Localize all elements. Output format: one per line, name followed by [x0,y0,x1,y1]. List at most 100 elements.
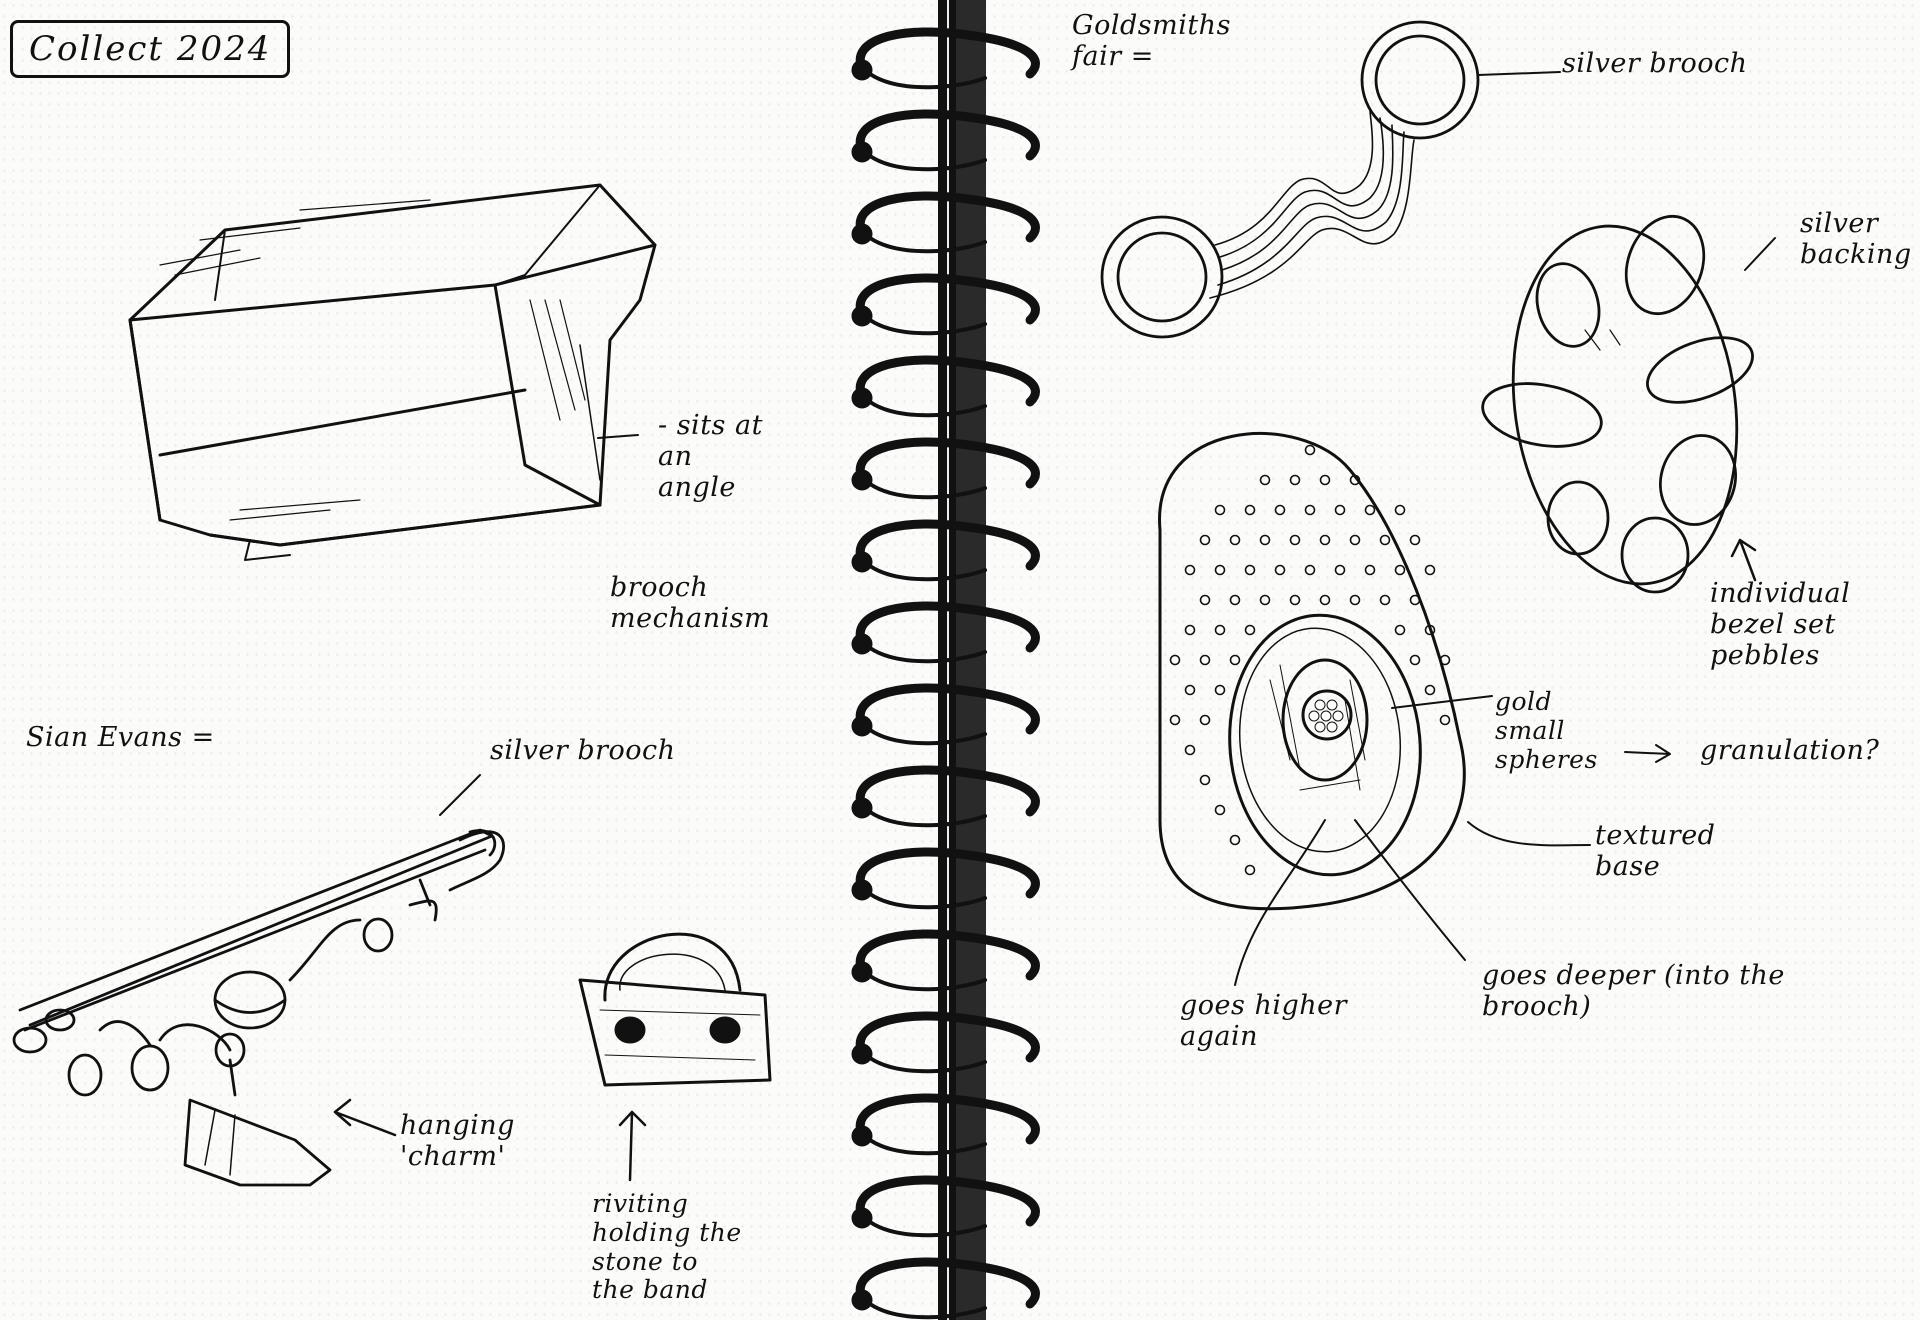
goldsmiths-heading: Goldsmiths fair = [1072,10,1231,73]
texture-dot [1439,714,1451,726]
spiral-coil-back [868,974,987,992]
spiral-coil [855,355,1040,407]
texture-dot [1244,624,1256,636]
spiral-coil [855,683,1040,735]
spiral-coil [855,191,1040,243]
texture-dot [1394,504,1406,516]
note-bezel-set-pebbles: individual bezel set pebbles [1710,578,1851,672]
spiral-coil-back [868,1138,987,1156]
spiral-coil [855,1175,1040,1227]
note-sits-at-angle: - sits at an angle [658,410,763,504]
spiral-coil-back [868,1056,987,1074]
spiral-coil-back [868,892,987,910]
spiral-hole [851,797,873,819]
spiral-coil [855,601,1040,653]
texture-dot [1199,594,1211,606]
texture-dot [1274,504,1286,516]
spiral-hole [851,223,873,245]
texture-dot [1214,564,1226,576]
granulation-sphere [1314,721,1326,733]
texture-dot [1214,684,1226,696]
note-gold-small-spheres: gold small spheres [1495,687,1598,774]
texture-dot [1424,684,1436,696]
pointer-line [439,774,481,816]
texture-dot [1184,684,1196,696]
texture-dot [1229,654,1241,666]
texture-dot [1184,744,1196,756]
riveted-stone-sketch [578,932,772,1087]
granulation-sphere [1314,699,1326,711]
texture-dot [1199,774,1211,786]
texture-dot [1304,444,1316,456]
arrow-to-rivet [618,1110,647,1182]
note-silver-brooch-right: silver brooch [1562,48,1748,79]
texture-dot [1334,564,1346,576]
note-silver-backing: silver backing [1800,208,1912,271]
note-goes-higher: goes higher again [1180,990,1348,1053]
texture-dot [1214,804,1226,816]
texture-dot [1424,564,1436,576]
spiral-hole [851,551,873,573]
texture-dot [1349,594,1361,606]
spiral-coil [855,1257,1040,1309]
spiral-coil [855,273,1040,325]
texture-dot [1349,534,1361,546]
texture-dot [1289,594,1301,606]
texture-dot [1409,654,1421,666]
texture-dot [1259,594,1271,606]
arrow-to-pebbles [1730,538,1757,582]
spiral-hole [851,1125,873,1147]
texture-dot [1229,834,1241,846]
texture-dot [1379,534,1391,546]
texture-dot [1409,594,1421,606]
spiral-coil [855,109,1040,161]
note-granulation: granulation? [1700,735,1880,766]
granulation-brooch-sketch [1158,432,1466,911]
wave-brooch-sketch [1100,20,1480,339]
spiral-hole [851,1207,873,1229]
spiral-coil-back [868,154,987,172]
texture-dot [1334,504,1346,516]
pebble-brooch-sketch [1481,214,1754,594]
texture-dot [1424,624,1436,636]
texture-dot [1244,564,1256,576]
spiral-coil [855,27,1040,79]
texture-dot [1289,474,1301,486]
spiral-hole [851,141,873,163]
texture-dot [1304,564,1316,576]
spiral-hole [851,961,873,983]
pointer-lines [1234,695,1671,986]
texture-dot [1394,564,1406,576]
granulation-sphere [1332,710,1344,722]
spiral-coil [855,1093,1040,1145]
texture-dot [1214,504,1226,516]
spiral-coil [855,1011,1040,1063]
texture-dot [1259,474,1271,486]
texture-dot [1229,534,1241,546]
note-riveting: riviting holding the stone to the band [592,1189,742,1305]
texture-dot [1169,714,1181,726]
spiral-hole [851,1043,873,1065]
texture-dot [1274,564,1286,576]
granulation-sphere [1326,699,1338,711]
texture-dot [1409,534,1421,546]
spiral-coil-back [868,646,987,664]
note-silver-brooch-left: silver brooch [490,735,676,766]
texture-dot [1319,474,1331,486]
spiral-coil [855,929,1040,981]
spiral-hole [851,879,873,901]
arrow-to-charm [333,1098,397,1137]
spiral-coil [855,765,1040,817]
pointer-line [1477,71,1561,76]
texture-dot [1184,624,1196,636]
spiral-hole [851,305,873,327]
spiral-hole [851,59,873,81]
spiral-hole [851,469,873,491]
spiral-coil-back [868,810,987,828]
texture-dot [1439,654,1451,666]
sketchbook-title: Collect 2024 [10,20,291,78]
texture-dot [1364,504,1376,516]
texture-dot [1199,654,1211,666]
texture-dot [1199,534,1211,546]
